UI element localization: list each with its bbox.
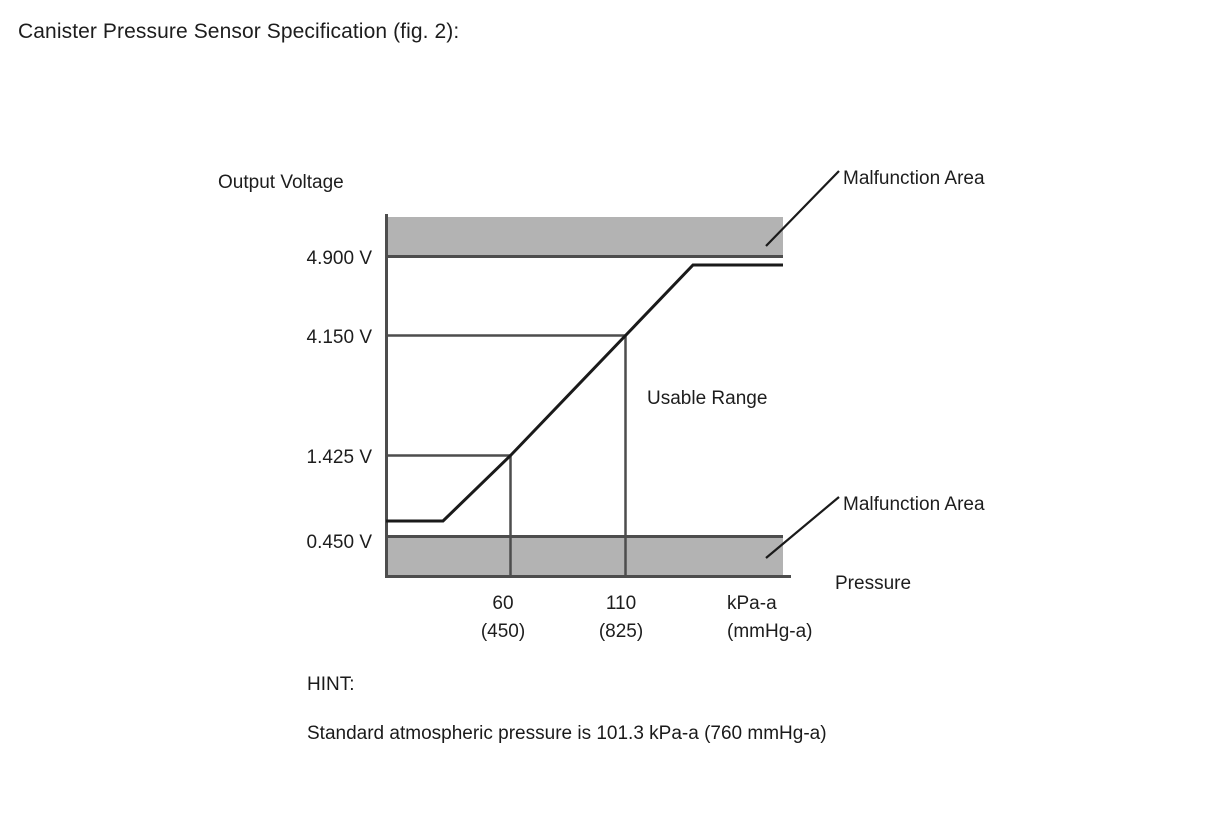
x-tick-sublabel-825: (825)	[599, 621, 643, 642]
y-axis-title: Output Voltage	[218, 172, 344, 193]
x-tick-sublabel-450: (450)	[481, 621, 525, 642]
malfunction-area-label-lower: Malfunction Area	[843, 494, 985, 515]
x-tick-label-110: 110	[606, 593, 636, 614]
hint-heading: HINT:	[307, 674, 355, 695]
page-title: Canister Pressure Sensor Specification (…	[18, 20, 460, 43]
y-tick-label-4150v: 4.150 V	[307, 327, 373, 348]
y-tick-label-1425v: 1.425 V	[307, 447, 373, 468]
hint-body: Standard atmospheric pressure is 101.3 k…	[307, 723, 827, 744]
leader-line-upper-malfunction	[765, 170, 840, 247]
lower-malfunction-band	[386, 536, 783, 577]
x-tick-label-60: 60	[492, 593, 513, 614]
usable-range-label: Usable Range	[647, 388, 767, 409]
malfunction-area-label-upper: Malfunction Area	[843, 168, 985, 189]
x-unit-sublabel-mmhg: (mmHg-a)	[727, 621, 813, 642]
y-tick-label-4900v: 4.900 V	[307, 248, 373, 269]
upper-malfunction-band	[386, 217, 783, 256]
x-axis-title: Pressure	[835, 573, 911, 594]
sensor-output-curve	[386, 263, 783, 523]
leader-line-lower-malfunction	[765, 496, 840, 559]
x-unit-label-kpa: kPa-a	[727, 593, 777, 614]
y-tick-label-0450v: 0.450 V	[307, 532, 373, 553]
